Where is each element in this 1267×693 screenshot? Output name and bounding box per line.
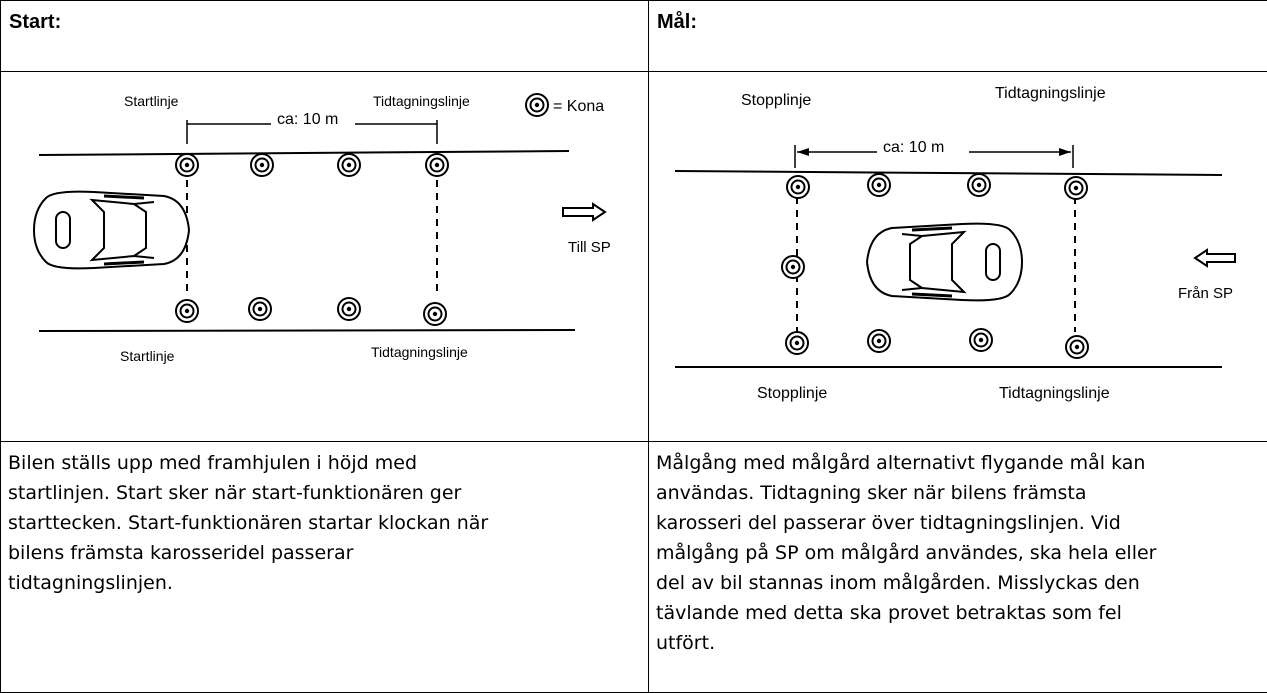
goal-description-line: Målgång med målgård alternativt flygande…	[656, 448, 1261, 478]
cone-legend-icon	[526, 94, 548, 116]
goal-header-cell: Mål:	[649, 1, 1267, 72]
start-header-cell: Start:	[1, 1, 649, 72]
goal-top-right-label: Tidtagningslinje	[995, 85, 1106, 102]
cone-icon	[249, 298, 271, 320]
road-edge-top	[39, 151, 569, 155]
start-diagram-cell: Startlinje Tidtagningslinje = Kona ca: 1…	[1, 72, 649, 442]
goal-description-line: målgång på SP om målgård användes, ska h…	[656, 538, 1261, 568]
goal-header: Mål:	[657, 11, 697, 33]
goal-road-edge-top	[675, 171, 1222, 175]
cone-icon	[1066, 336, 1088, 358]
cone-icon	[176, 154, 198, 176]
goal-description-line: användas. Tidtagning sker när bilens frä…	[656, 478, 1261, 508]
cone-icon	[251, 154, 273, 176]
arrow-right-icon	[563, 204, 605, 220]
start-description-line: Bilen ställs upp med framhjulen i höjd m…	[8, 448, 642, 478]
cone-icon	[426, 154, 448, 176]
goal-description-line: tävlande med detta ska provet betraktas …	[656, 598, 1261, 628]
cone-icon	[424, 303, 446, 325]
start-bottom-right-label: Tidtagningslinje	[371, 344, 468, 360]
cone-icon	[968, 174, 990, 196]
cone-icon	[176, 300, 198, 322]
start-direction-label: Till SP	[568, 239, 611, 256]
goal-distance-label: ca: 10 m	[883, 139, 944, 156]
start-bottom-left-label: Startlinje	[120, 348, 175, 364]
goal-diagram: Stopplinje Tidtagningslinje ca: 10 m	[649, 72, 1266, 436]
goal-diagram-cell: Stopplinje Tidtagningslinje ca: 10 m	[649, 72, 1267, 442]
goal-description-cell: Målgång med målgård alternativt flygande…	[649, 442, 1267, 693]
cone-icon	[1065, 177, 1087, 199]
cone-icon	[338, 154, 360, 176]
road-edge-bottom	[39, 330, 575, 331]
start-header: Start:	[9, 11, 61, 33]
goal-direction-label: Från SP	[1178, 285, 1233, 302]
cone-icon	[338, 298, 360, 320]
cone-icon	[787, 176, 809, 198]
cone-icon	[868, 174, 890, 196]
start-diagram: Startlinje Tidtagningslinje = Kona ca: 1…	[1, 72, 647, 436]
car-icon	[34, 192, 189, 269]
cone-icon	[786, 332, 808, 354]
cone-icon	[868, 330, 890, 352]
goal-top-left-label: Stopplinje	[741, 92, 811, 109]
car-icon	[867, 224, 1022, 301]
start-distance-label: ca: 10 m	[277, 111, 338, 128]
goal-bottom-right-label: Tidtagningslinje	[999, 385, 1110, 402]
start-description-line: bilens främsta karosseridel passerar	[8, 538, 642, 568]
goal-bottom-left-label: Stopplinje	[757, 385, 827, 402]
start-top-left-label: Startlinje	[124, 93, 179, 109]
start-description-line: startlinjen. Start sker när start-funkti…	[8, 478, 642, 508]
arrow-left-icon	[1195, 250, 1235, 266]
start-description-line: tidtagningslinjen.	[8, 568, 642, 598]
cone-legend-text: = Kona	[553, 98, 604, 115]
goal-description-line: utfört.	[656, 628, 1261, 658]
start-top-right-label: Tidtagningslinje	[373, 93, 470, 109]
cone-icon	[782, 256, 804, 278]
goal-description-line: del av bil stannas inom målgården. Missl…	[656, 568, 1261, 598]
start-description-cell: Bilen ställs upp med framhjulen i höjd m…	[1, 442, 649, 693]
start-description-line: starttecken. Start-funktionären startar …	[8, 508, 642, 538]
cone-icon	[970, 329, 992, 351]
goal-description-line: karosseri del passerar över tidtagningsl…	[656, 508, 1261, 538]
